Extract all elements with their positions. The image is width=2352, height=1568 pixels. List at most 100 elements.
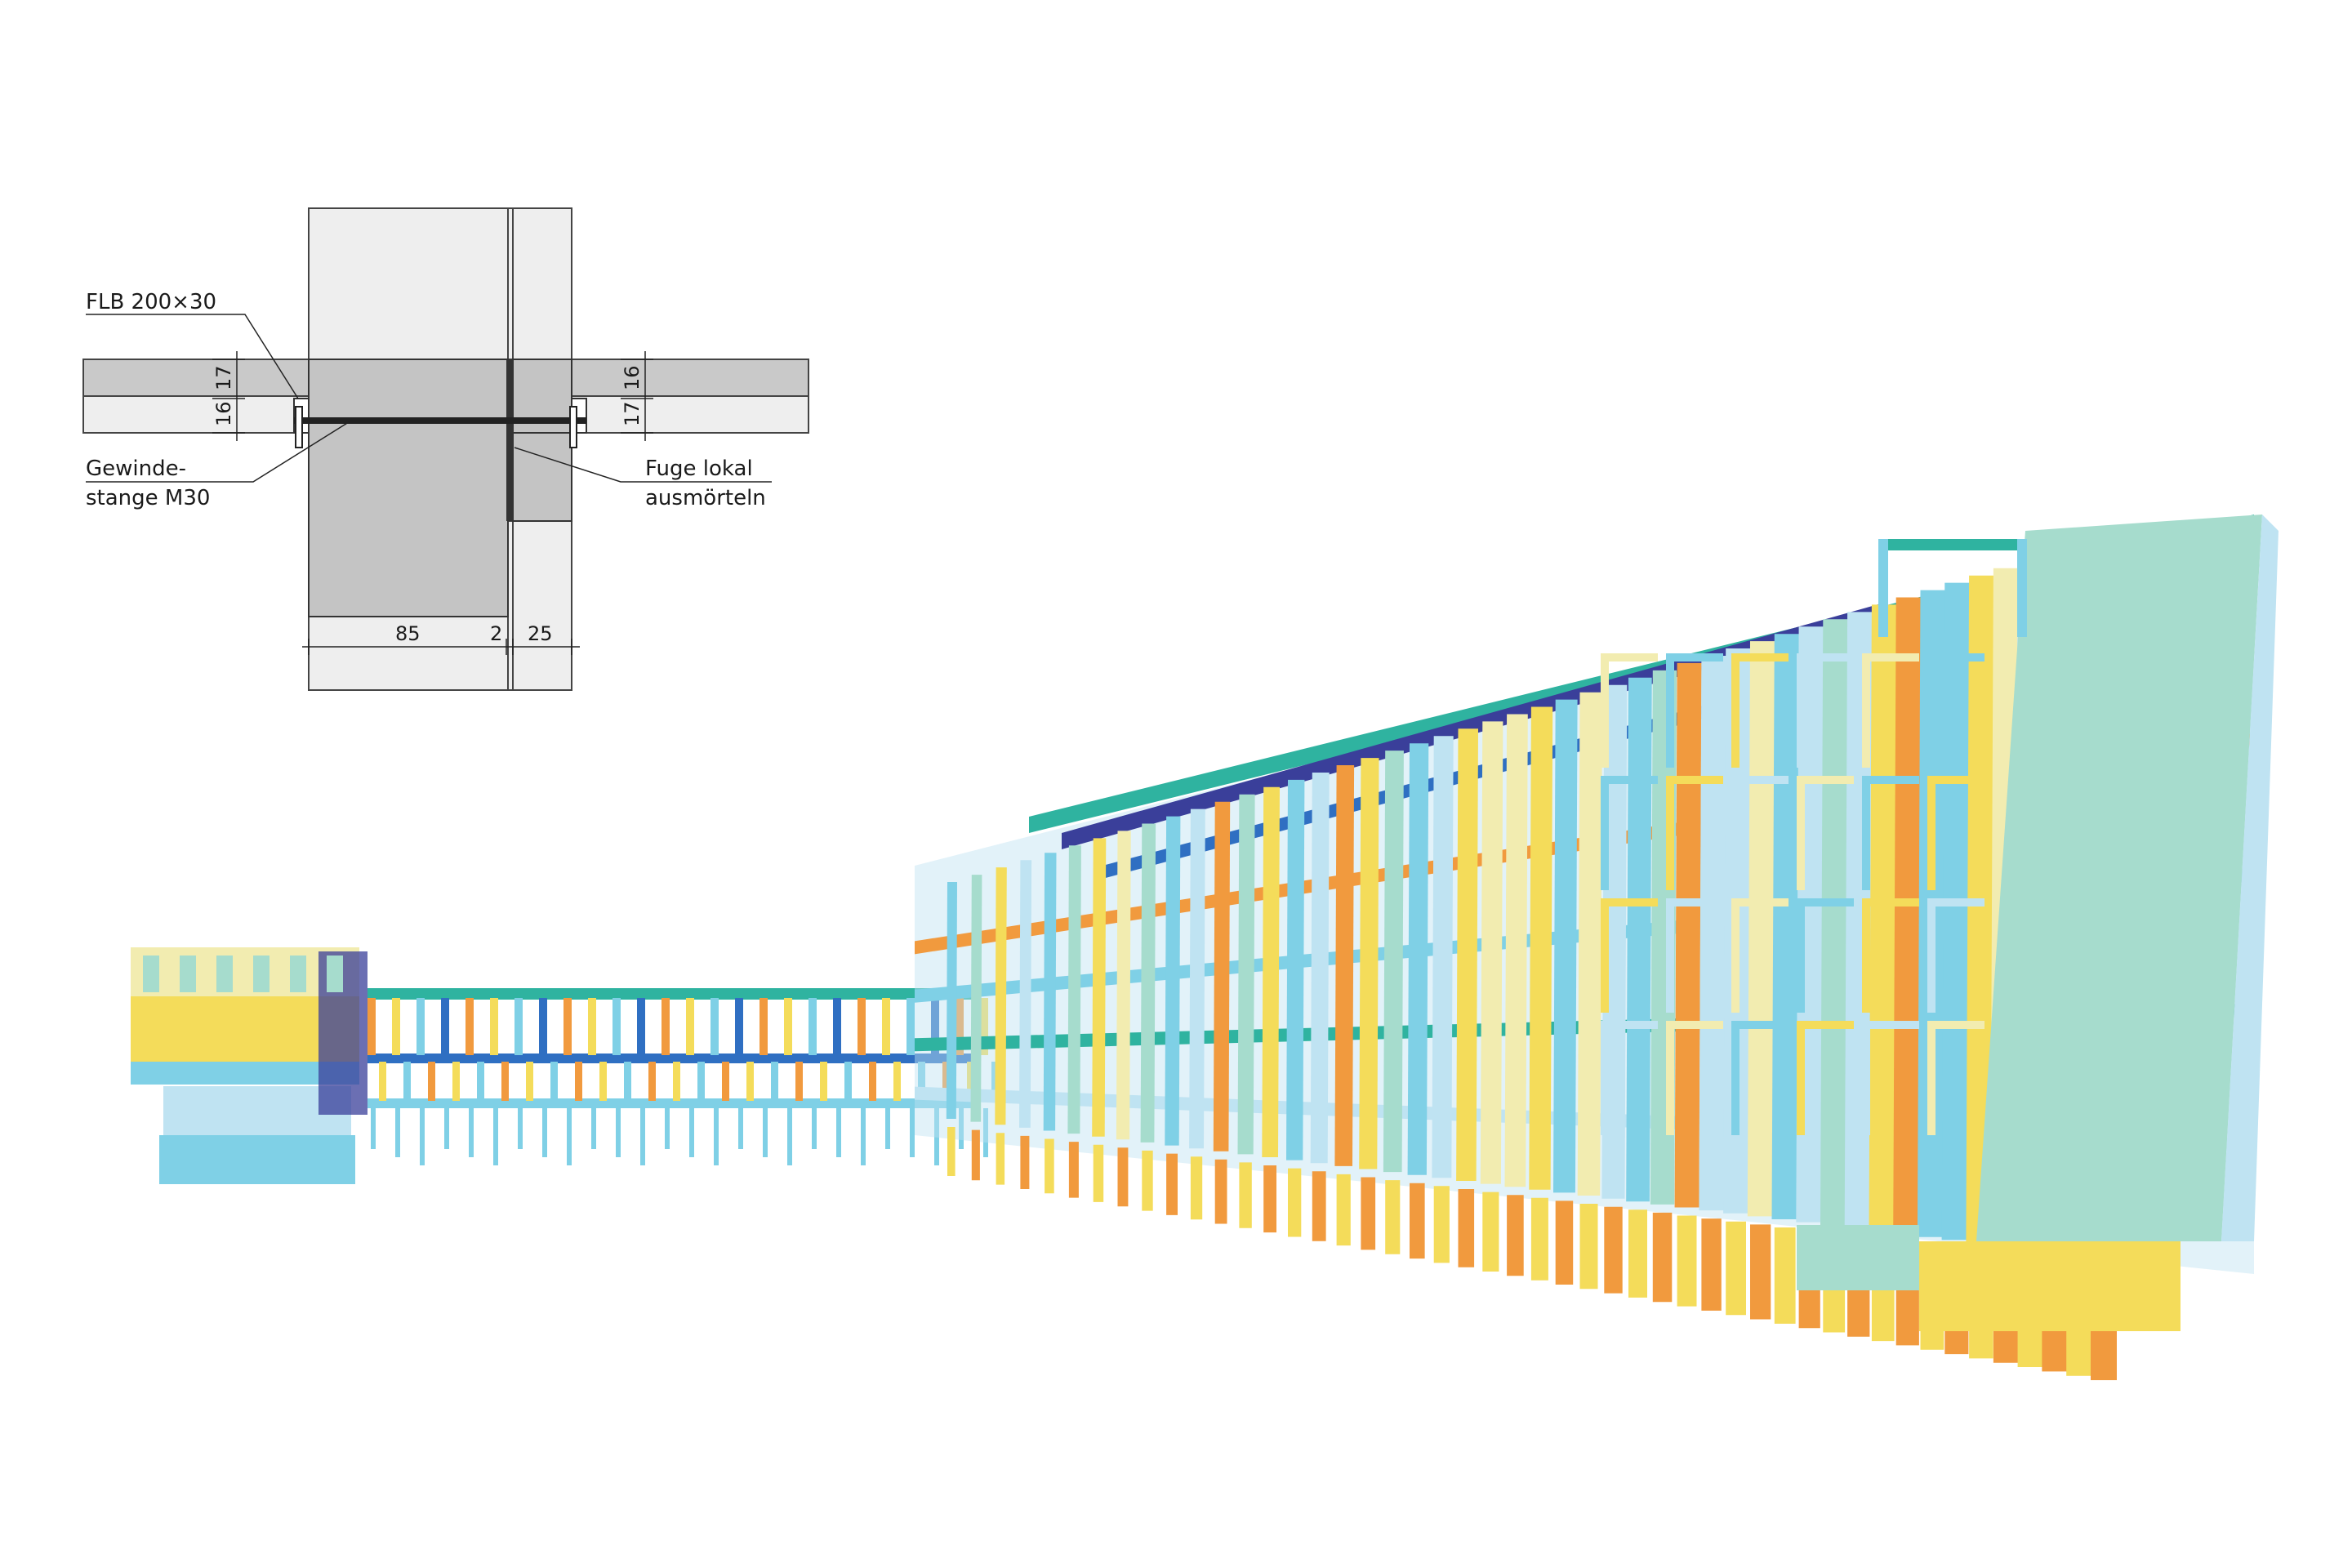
- foundation-pier: [1385, 1180, 1401, 1254]
- bridge-strut: [550, 1062, 558, 1101]
- bridge-hanger: [738, 1108, 743, 1149]
- pavilion-band: [131, 1062, 359, 1085]
- facade-rib: [1286, 779, 1305, 1160]
- frame-post: [1601, 776, 1609, 890]
- facade-rib: [1189, 808, 1205, 1149]
- foundation-pier: [1555, 1200, 1574, 1285]
- foundation-pier: [1142, 1150, 1153, 1211]
- frame-post: [1731, 1021, 1740, 1135]
- frame-post: [1862, 653, 1870, 768]
- core-wall-edge: [2221, 514, 2278, 1241]
- slab-left: [82, 359, 310, 397]
- facade-rib: [1674, 662, 1702, 1208]
- upper-column-right: [507, 207, 572, 360]
- pavilion-facade: [131, 996, 359, 1070]
- facade-rib: [1237, 794, 1255, 1155]
- bridge-hanger: [616, 1108, 621, 1157]
- frame-post: [1666, 653, 1674, 768]
- bridge-strut: [428, 1062, 435, 1101]
- frame-post: [1666, 776, 1674, 890]
- slab-right: [571, 359, 809, 397]
- frame-beam: [1731, 898, 1788, 906]
- foundation-pier: [1774, 1227, 1796, 1324]
- bridge-post: [466, 998, 474, 1055]
- foundation-pier: [1263, 1165, 1276, 1233]
- foundation-pier: [1020, 1135, 1030, 1189]
- dim-left-upper: 17: [212, 365, 235, 390]
- core-base-left: [1797, 1225, 1919, 1290]
- slab-left-lower: [82, 395, 310, 434]
- facade-rib: [1941, 582, 1975, 1241]
- facade-rib: [1165, 816, 1181, 1146]
- frame-post: [1927, 776, 1936, 890]
- frame-beam: [1666, 653, 1723, 662]
- pavilion-window: [327, 956, 343, 992]
- frame-beam: [1862, 653, 1919, 662]
- facade-rib: [1116, 831, 1131, 1140]
- frame-post: [1601, 1021, 1609, 1135]
- label-flb: FLB 200×30: [86, 290, 216, 314]
- bridge-post: [612, 998, 621, 1055]
- facade-rib: [1043, 853, 1057, 1131]
- foundation-pier: [1652, 1212, 1673, 1303]
- foundation-pier: [1530, 1197, 1548, 1281]
- bridge-hanger: [469, 1108, 474, 1157]
- facade-rib: [1334, 765, 1355, 1166]
- upper-column-left: [308, 207, 509, 360]
- bridge-strut: [795, 1062, 803, 1101]
- label-rod-line1: Gewinde-: [86, 457, 186, 481]
- facade-rib: [1529, 706, 1553, 1190]
- leader-rod: [86, 420, 352, 483]
- facade-rib: [1820, 619, 1851, 1226]
- frame-post: [1862, 898, 1870, 1013]
- lower-column-right: [507, 520, 572, 691]
- frame-post: [1927, 653, 1936, 768]
- label-joint-line2: ausmörteln: [645, 486, 766, 510]
- bridge-post: [588, 998, 596, 1055]
- bridge-strut: [673, 1062, 680, 1101]
- pavilion-base: [159, 1135, 355, 1184]
- bridge-hanger: [567, 1108, 572, 1165]
- bridge-post: [662, 998, 670, 1055]
- dim-right-lower: 17: [621, 401, 644, 426]
- facade-rib: [1553, 699, 1578, 1193]
- foundation-pier: [1093, 1144, 1104, 1202]
- facade-rib: [1771, 634, 1801, 1219]
- bridge-post: [441, 998, 449, 1055]
- bridge-strut: [869, 1062, 876, 1101]
- bridge-post: [490, 998, 498, 1055]
- slab-right-lower: [571, 395, 809, 434]
- bridge-post: [858, 998, 866, 1055]
- pavilion-window: [290, 956, 306, 992]
- top-frame-post: [2017, 539, 2027, 637]
- bridge-hanger: [885, 1108, 890, 1149]
- bridge-post: [906, 998, 915, 1055]
- bridge-post: [539, 998, 547, 1055]
- foundation-pier: [1361, 1177, 1376, 1250]
- bridge-strut: [599, 1062, 607, 1101]
- bridge-hanger: [861, 1108, 866, 1165]
- frame-beam: [1666, 776, 1723, 784]
- bridge-post: [392, 998, 400, 1055]
- bridge-post: [710, 998, 719, 1055]
- structural-model-3d: [131, 514, 2278, 1380]
- bridge-strut: [526, 1062, 533, 1101]
- frame-post: [1862, 776, 1870, 890]
- frame-beam: [1862, 898, 1919, 906]
- top-frame-post: [1878, 539, 1888, 637]
- bridge-hanger: [518, 1108, 523, 1149]
- frame-beam: [1862, 776, 1919, 784]
- bridge-post: [686, 998, 694, 1055]
- bridge-post: [637, 998, 645, 1055]
- bridge-post: [760, 998, 768, 1055]
- frame-beam: [1862, 1021, 1919, 1029]
- bridge-hanger: [836, 1108, 841, 1157]
- bridge-hanger: [763, 1108, 768, 1157]
- foundation-pier: [1312, 1171, 1326, 1241]
- bridge-post: [833, 998, 841, 1055]
- facade-rib: [1092, 838, 1107, 1137]
- foundation-pier: [1482, 1192, 1499, 1272]
- bridge-hanger: [542, 1108, 547, 1157]
- bridge-post: [808, 998, 817, 1055]
- bridge-strut: [746, 1062, 754, 1101]
